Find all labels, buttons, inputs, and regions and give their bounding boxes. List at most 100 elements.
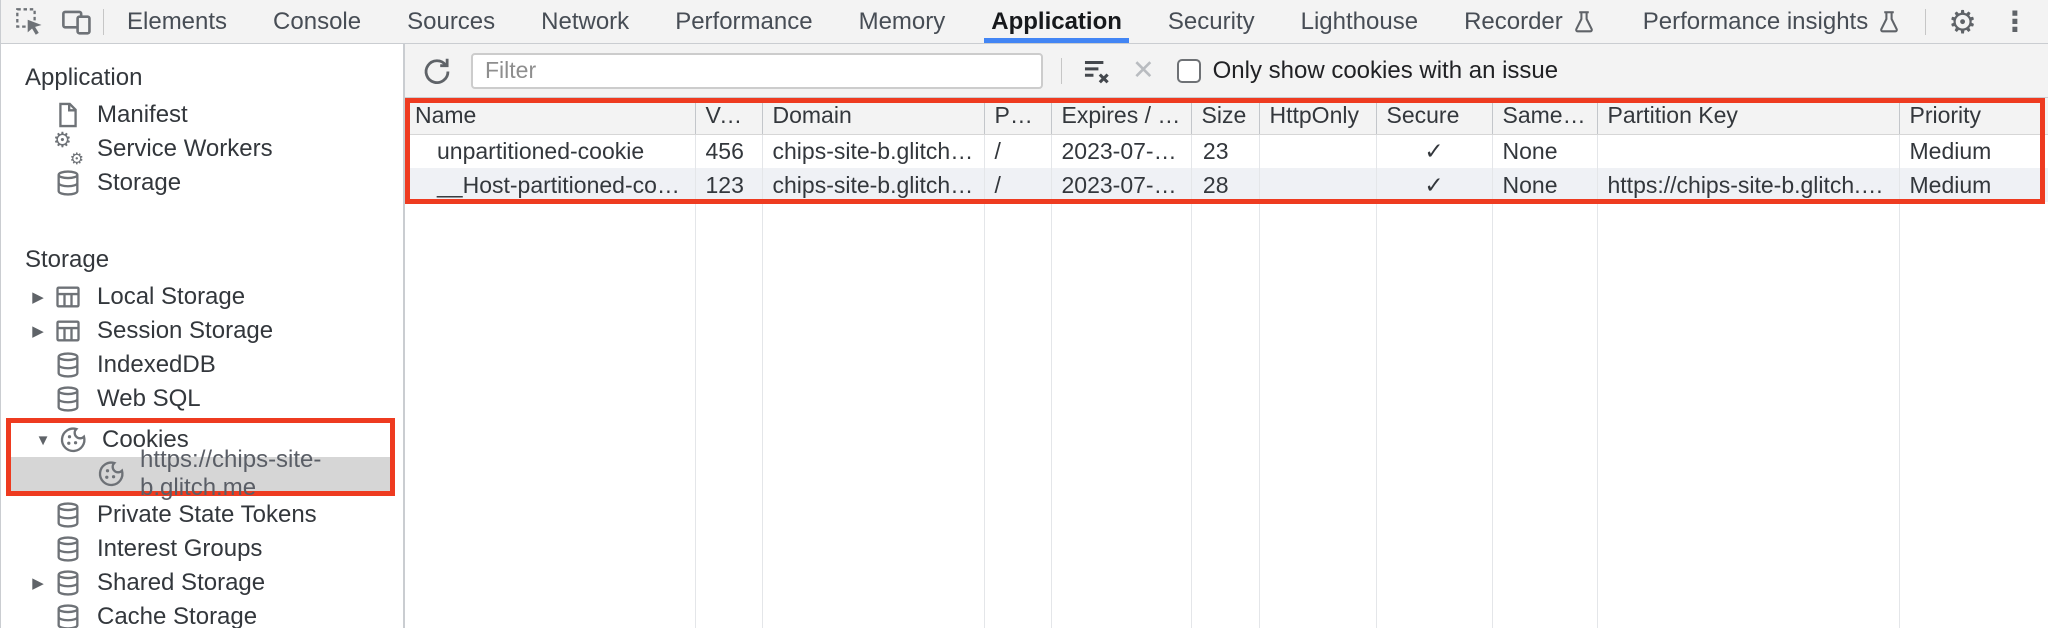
cell-secure[interactable]: ✓ bbox=[1376, 134, 1493, 168]
sidebar-item-service-workers[interactable]: ⚙⚙Service Workers bbox=[1, 129, 403, 168]
tab-performance-insights[interactable]: Performance insights bbox=[1620, 0, 1925, 43]
sidebar-item-label: https://chips-site-b.glitch.me bbox=[140, 446, 322, 501]
tab-recorder[interactable]: Recorder bbox=[1441, 0, 1620, 43]
tab-network[interactable]: Network bbox=[518, 0, 652, 43]
database-icon bbox=[51, 384, 85, 414]
chevron-right-icon[interactable]: ▶ bbox=[32, 289, 44, 306]
sidebar-item-label: Session Storage bbox=[97, 317, 274, 344]
empty-cell bbox=[1597, 202, 1900, 628]
column-header-path[interactable]: Path bbox=[984, 98, 1052, 135]
sidebar-item-cache-storage[interactable]: Cache Storage bbox=[1, 600, 403, 628]
column-header-expires-m[interactable]: Expires / M… bbox=[1051, 98, 1192, 135]
tab-application[interactable]: Application bbox=[968, 0, 1145, 43]
experiment-flask-icon bbox=[1571, 8, 1597, 36]
cell-partition-key[interactable] bbox=[1597, 134, 1900, 168]
chevron-down-icon[interactable]: ▼ bbox=[35, 431, 51, 449]
cell-name[interactable]: unpartitioned-cookie bbox=[405, 134, 696, 168]
tab-label: Security bbox=[1167, 7, 1255, 35]
tab-security[interactable]: Security bbox=[1145, 0, 1278, 43]
issue-filter-checkbox[interactable] bbox=[1176, 58, 1201, 83]
sidebar-item-interest-groups[interactable]: Interest Groups bbox=[1, 532, 403, 566]
tab-console[interactable]: Console bbox=[250, 0, 384, 43]
tab-lighthouse[interactable]: Lighthouse bbox=[1278, 0, 1441, 43]
sidebar-item-storage[interactable]: Storage bbox=[1, 166, 403, 200]
sidebar-item-indexeddb[interactable]: IndexedDB bbox=[1, 348, 403, 382]
column-header-domain[interactable]: Domain bbox=[762, 98, 985, 135]
sidebar-item-web-sql[interactable]: Web SQL bbox=[1, 382, 403, 416]
database-icon bbox=[51, 568, 85, 598]
database-icon bbox=[51, 534, 85, 564]
sidebar-section-storage: Storage bbox=[25, 246, 110, 273]
cell-httponly[interactable] bbox=[1259, 168, 1377, 202]
cookies-pane: ✕ Only show cookies with an issue NameVa… bbox=[405, 44, 2048, 628]
tab-label: Recorder bbox=[1464, 7, 1563, 35]
cell-samesite[interactable]: None bbox=[1492, 134, 1598, 168]
column-header-value[interactable]: Value bbox=[695, 98, 763, 135]
column-header-httponly[interactable]: HttpOnly bbox=[1259, 98, 1377, 135]
cell-size[interactable]: 23 bbox=[1191, 134, 1260, 168]
cell-partition-key[interactable]: https://chips-site-b.glitch.me bbox=[1597, 168, 1900, 202]
sidebar-item-shared-storage[interactable]: ▶Shared Storage bbox=[1, 566, 403, 600]
column-header-name[interactable]: Name bbox=[405, 98, 696, 135]
cell-value[interactable]: 123 bbox=[695, 168, 763, 202]
tab-label: Sources bbox=[407, 7, 496, 35]
sidebar-item-label: Storage bbox=[97, 169, 182, 196]
tab-elements[interactable]: Elements bbox=[104, 0, 250, 43]
cell-httponly[interactable] bbox=[1259, 134, 1377, 168]
cell-name[interactable]: __Host-partitioned-cookie bbox=[405, 168, 696, 202]
cell-path[interactable]: / bbox=[984, 168, 1052, 202]
sidebar-item-label: Manifest bbox=[97, 101, 188, 128]
cell-priority[interactable]: Medium bbox=[1899, 168, 2048, 202]
cell-priority[interactable]: Medium bbox=[1899, 134, 2048, 168]
chevron-right-icon[interactable]: ▶ bbox=[32, 323, 44, 340]
issue-filter-toggle[interactable]: Only show cookies with an issue bbox=[1176, 56, 1559, 85]
chevron-right-icon[interactable]: ▶ bbox=[32, 575, 44, 592]
column-header-priority[interactable]: Priority bbox=[1899, 98, 2048, 135]
sidebar-item-private-state-tokens[interactable]: Private State Tokens bbox=[1, 498, 403, 532]
inspect-element-icon[interactable] bbox=[15, 7, 45, 37]
tab-sources[interactable]: Sources bbox=[384, 0, 518, 43]
cell-expires-m[interactable]: 2023-07-07… bbox=[1051, 134, 1192, 168]
cell-domain[interactable]: chips-site-b.glitch.me bbox=[762, 134, 985, 168]
sidebar-item-cookies[interactable]: ▼Cookies bbox=[11, 423, 390, 457]
tab-performance[interactable]: Performance bbox=[652, 0, 835, 43]
kebab-menu-icon[interactable]: ⋮ bbox=[2000, 5, 2029, 37]
cookies-toolbar: ✕ Only show cookies with an issue bbox=[405, 44, 2048, 98]
refresh-icon[interactable] bbox=[421, 55, 453, 87]
column-header-partition-key[interactable]: Partition Key bbox=[1597, 98, 1900, 135]
sidebar-item-https-chips-site-b-glitch-me[interactable]: https://chips-site-b.glitch.me bbox=[11, 446, 390, 501]
cell-samesite[interactable]: None bbox=[1492, 168, 1598, 202]
filter-input[interactable] bbox=[471, 52, 1043, 89]
column-header-size[interactable]: Size bbox=[1191, 98, 1260, 135]
clear-filter-icon[interactable] bbox=[1080, 54, 1114, 88]
sidebar-item-manifest[interactable]: Manifest bbox=[1, 98, 403, 132]
cell-value[interactable]: 456 bbox=[695, 134, 763, 168]
table-icon bbox=[51, 283, 85, 311]
cell-secure[interactable]: ✓ bbox=[1376, 168, 1493, 202]
cell-path[interactable]: / bbox=[984, 134, 1052, 168]
sidebar-item-label: Cache Storage bbox=[97, 603, 258, 628]
cell-expires-m[interactable]: 2023-07-07… bbox=[1051, 168, 1192, 202]
empty-cell bbox=[1376, 202, 1493, 628]
settings-gear-icon[interactable]: ⚙ bbox=[1948, 3, 1977, 40]
sidebar-item-session-storage[interactable]: ▶ Session Storage bbox=[1, 314, 403, 348]
column-header-samesite[interactable]: SameSite bbox=[1492, 98, 1598, 135]
service-workers-icon: ⚙⚙ bbox=[53, 129, 84, 168]
sidebar-item-local-storage[interactable]: ▶Local Storage bbox=[1, 280, 403, 314]
cell-size[interactable]: 28 bbox=[1191, 168, 1260, 202]
database-icon bbox=[51, 168, 85, 198]
device-toolbar-icon[interactable] bbox=[61, 7, 93, 37]
tab-memory[interactable]: Memory bbox=[836, 0, 969, 43]
cell-domain[interactable]: chips-site-b.glitch.me bbox=[762, 168, 985, 202]
issue-filter-label: Only show cookies with an issue bbox=[1212, 56, 1559, 84]
sidebar-item-label: Web SQL bbox=[97, 385, 201, 412]
empty-cell bbox=[762, 202, 985, 628]
tab-label: Console bbox=[273, 7, 362, 35]
column-header-secure[interactable]: Secure bbox=[1376, 98, 1493, 135]
